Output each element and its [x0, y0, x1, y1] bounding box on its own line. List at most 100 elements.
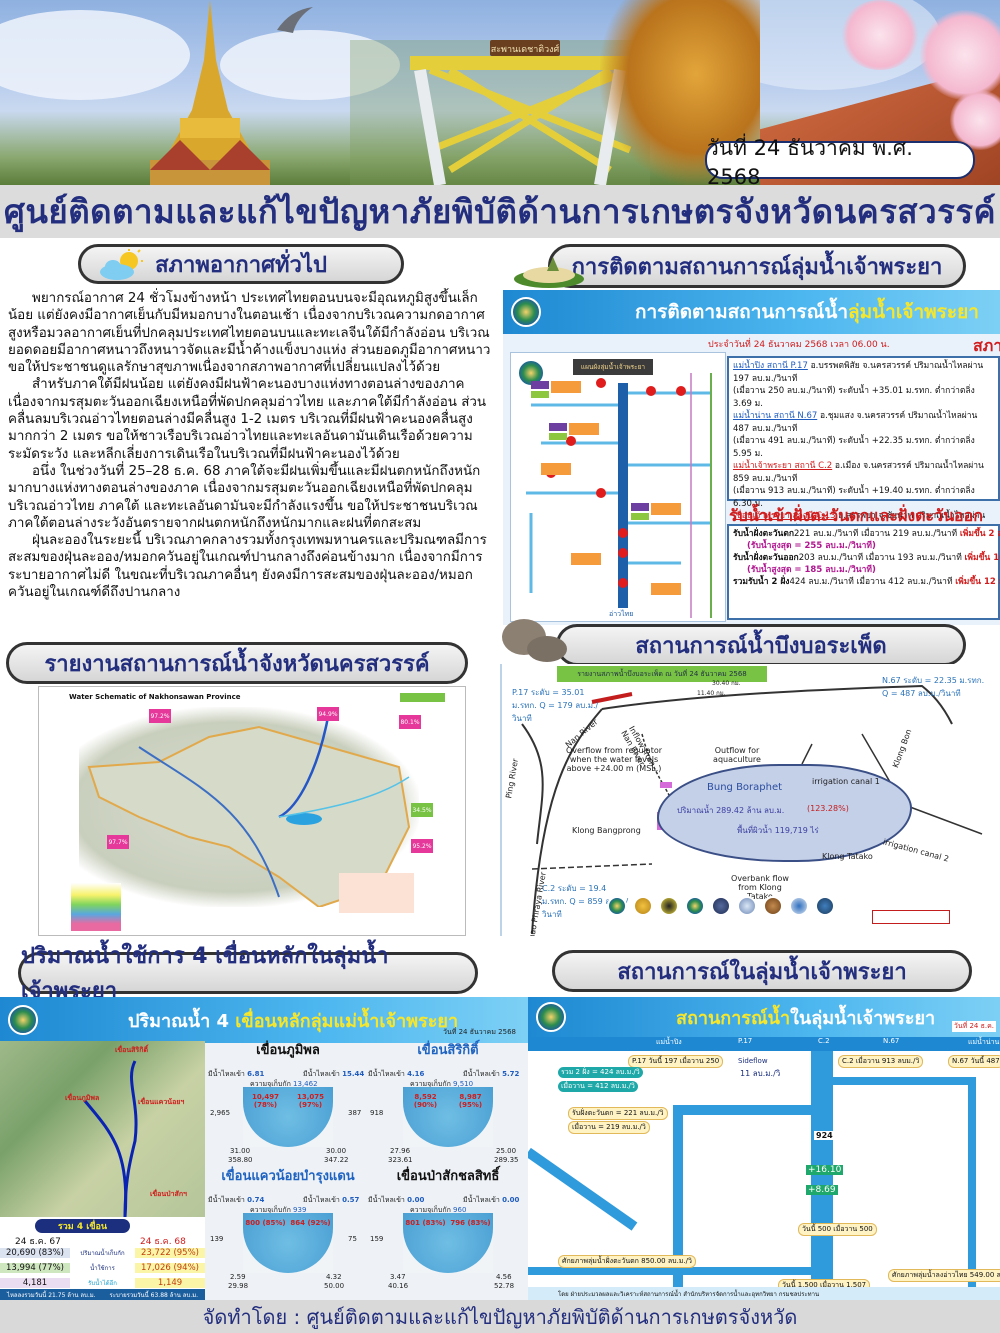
subbar-label: แม่น้ำน่าน: [968, 1038, 1000, 1046]
chao-phraya-monitor-header: การติดตามสถานการณ์ลุ่มน้ำเจ้าพระยา: [514, 244, 966, 288]
station-detail: อ.เมือง จ.นครสวรรค์ ปริมาณน้ำไหลผ่าน 859…: [733, 461, 984, 484]
summary-footer: ไหลลงรวมวันนี้ 21.75 ล้าน ลบ.ม.ระบายรวมว…: [0, 1289, 205, 1300]
usable-67: 918: [370, 1109, 384, 1117]
station-tag: ศักยภาพลุ่มน้ำลงอ่าวไทย 549.00 ลบ.ม./วิ: [888, 1269, 1000, 1282]
bar-title-highlight: ลุ่มน้ำเจ้าพระยา: [848, 301, 979, 323]
release-68-rate: 289.35: [494, 1156, 519, 1164]
storage-bowl: 801 (83%)796 (83%): [403, 1213, 493, 1273]
release-68: 4.32: [326, 1273, 342, 1281]
dam-card-bhumibol: เขื่อนภูมิพล มีน้ำไหลเข้า 6.81 มีน้ำไหลเ…: [208, 1039, 368, 1164]
capacity-value: 13,462: [293, 1080, 318, 1088]
weather-paragraph: อนึ่ง ในช่วงวันที่ 25–28 ธ.ค. 68 ภาคใต้จ…: [8, 463, 481, 531]
overflow-label: Overflow from regulator when the water l…: [565, 746, 663, 773]
station-tag: รับฝั่งตะวันตก = 221 ลบ.ม./วิ: [568, 1107, 668, 1120]
usable-67: 159: [370, 1235, 384, 1243]
release-67: 3.47: [390, 1273, 406, 1281]
release-67-rate: 29.98: [228, 1282, 249, 1290]
release-68-rate: 52.78: [494, 1282, 515, 1290]
station-name[interactable]: เขื่อนเจ้าพระยา สถานี C.13: [733, 511, 836, 521]
panel-title-bar: สถานการณ์น้ำในลุ่มน้ำเจ้าพระยา: [528, 997, 1000, 1037]
storage-bowl: 10,497 (78%)13,075 (97%): [243, 1087, 333, 1147]
river-branch: [528, 1147, 638, 1231]
station-item: แม่น้ำเจ้าพระยา สถานี C.2 อ.เมือง จ.นครส…: [733, 460, 994, 510]
lake-name: Bung Boraphet: [707, 782, 783, 793]
dams-location-map: เขื่อนสิริกิติ์ เขื่อนภูมิพล เขื่อนแควน้…: [0, 1041, 205, 1218]
dam-name: เขื่อนป่าสักชลสิทธิ์: [396, 1169, 500, 1184]
bar-title: ในลุ่มน้ำเจ้าพระยา: [790, 1007, 936, 1029]
agency-logo-icon: [659, 896, 679, 916]
intake-title: รับน้ำเข้าฝั่งตะวันตกและฝั่งตะวันออก: [729, 506, 983, 525]
page-title: ศูนย์ติดตามและแก้ไขปัญหาภัยพิบัติด้านการ…: [3, 192, 997, 231]
release-67-rate: 358.80: [228, 1156, 253, 1164]
intake-change: เพิ่มขึ้น 12 ลบ.ม.: [955, 577, 1000, 587]
storage-67: 801 (83%): [403, 1213, 448, 1273]
distance-label: 11.40 กม.: [697, 690, 726, 697]
dam-name: เขื่อนสิริกิติ์: [417, 1043, 479, 1058]
value-68: 17,026 (94%): [135, 1262, 205, 1273]
province-report-header: รายงานสถานการณ์น้ำจังหวัดนครสวรรค์: [6, 642, 468, 684]
rid-seal-icon: [8, 1005, 38, 1035]
agency-logos: [607, 896, 837, 918]
section-label: สภา: [973, 336, 1000, 355]
blossom-decoration: [840, 0, 920, 70]
sideflow-value: 11 ลบ.ม./วิ: [740, 1069, 781, 1078]
station-name[interactable]: แม่น้ำเจ้าพระยา สถานี C.2: [733, 461, 833, 471]
station-tag: N.67 วันนี้ 487: [948, 1055, 1000, 1068]
date-tag: [400, 693, 445, 702]
dams-date: วันที่ 24 ธันวาคม 2568: [443, 1028, 516, 1036]
schematic-title: แผนผังลุ่มน้ำเจ้าพระยา: [573, 359, 653, 375]
chao-phraya-monitor-panel: การติดตามสถานการณ์น้ำลุ่มน้ำเจ้าพระยา ปร…: [503, 290, 1000, 625]
cloud-decoration: [220, 30, 400, 100]
agency-logo-icon: [633, 896, 653, 916]
subbar-label: N.67: [883, 1037, 900, 1045]
n67-reading: N.67 ระดับ = 22.35 ม.รทก. Q = 487 ลบ.ม./…: [882, 676, 985, 698]
value-67: 13,994 (77%): [0, 1262, 70, 1273]
weather-forecast-text: พยากรณ์อากาศ 24 ชั่วโมงข้างหน้า ประเทศไท…: [8, 290, 498, 601]
report-date-bar: รายงานสภาพน้ำบึงบอระเพ็ด ณ วันที่ 24 ธัน…: [557, 666, 767, 682]
cp-situation-panel: สถานการณ์น้ำในลุ่มน้ำเจ้าพระยา วันที่ 24…: [528, 997, 1000, 1300]
capacity-label: ความจุเก็บกัก: [250, 1080, 291, 1088]
lake-percent: (123.28%): [807, 804, 849, 813]
summary-col67: 24 ธ.ค. 67: [15, 1237, 61, 1247]
release-67: 31.00: [230, 1147, 251, 1155]
bar-title-highlight: เขื่อนหลักลุ่มแม่น้ำเจ้าพระยา: [235, 1010, 459, 1032]
intake-value: 221 ลบ.ม./วินาที เมื่อวาน 219 ลบ.ม./วินา…: [794, 529, 958, 539]
station-detail: (เมื่อวาน 250 ลบ.ม./วินาที) ระดับน้ำ +35…: [733, 386, 975, 409]
station-name[interactable]: แม่น้ำน่าน สถานี N.67: [733, 411, 818, 421]
storage-68: 796 (83%): [448, 1213, 493, 1273]
dam-percent-badge: 94.9%: [317, 707, 339, 721]
summary-col68: 24 ธ.ค. 68: [140, 1237, 186, 1247]
value-67: 20,690 (83%): [0, 1247, 70, 1258]
lake-volume: ปริมาณน้ำ 289.42 ล้าน ลบ.ม.: [677, 806, 785, 815]
svg-text:สะพานเดชาติวงศ์: สะพานเดชาติวงศ์: [491, 43, 560, 55]
station-detail: อ.ชุมแสง จ.นครสวรรค์ ปริมาณน้ำไหลผ่าน 48…: [733, 411, 978, 434]
intake-label: รับน้ำฝั่งตะวันตก: [733, 529, 795, 539]
storage-bowl: 800 (85%)864 (92%): [243, 1213, 333, 1273]
map-legend: [71, 883, 121, 931]
row-label: น้ำใช้การ: [90, 1264, 115, 1272]
intake-value: 203 ลบ.ม./วินาที เมื่อวาน 193 ลบ.ม./วินา…: [798, 553, 962, 563]
station-tag: วันนี้ 500 เมื่อวาน 500: [798, 1223, 877, 1236]
info-box: [339, 873, 414, 913]
legend-box: [872, 910, 950, 924]
agency-logo-icon: [607, 896, 627, 916]
release-67-rate: 323.61: [388, 1156, 413, 1164]
station-item: แม่น้ำปิง สถานี P.17 อ.บรรพตพิสัย จ.นครส…: [733, 360, 994, 410]
gulf-label: อ่าวไทย: [609, 610, 634, 618]
capacity-value: 960: [453, 1206, 467, 1214]
station-tag: รวม 2 ฝั่ง = 424 ลบ.ม./วิ: [558, 1067, 643, 1078]
weather-heading: สภาพอากาศทั่วไป: [155, 252, 327, 278]
capacity-value: 9,510: [453, 1080, 474, 1088]
subbar-label: แม่น้ำปิง: [656, 1038, 682, 1046]
panel-title-bar: ปริมาณน้ำ 4 เขื่อนหลักลุ่มแม่น้ำเจ้าพระย…: [0, 997, 528, 1043]
release-68: 25.00: [496, 1147, 517, 1155]
release-68-rate: 50.00: [324, 1282, 345, 1290]
bird-icon: [275, 5, 315, 35]
province-report-heading: รายงานสถานการณ์น้ำจังหวัดนครสวรรค์: [44, 651, 430, 677]
inflow-68: 15.44: [342, 1070, 365, 1078]
map-label: เขื่อนสิริกิติ์: [115, 1046, 148, 1054]
footer: จัดทำโดย : ศูนย์ติดตามและแก้ไขปัญหาภัยพิ…: [0, 1300, 1000, 1333]
station-name[interactable]: แม่น้ำปิง สถานี P.17: [733, 361, 808, 371]
